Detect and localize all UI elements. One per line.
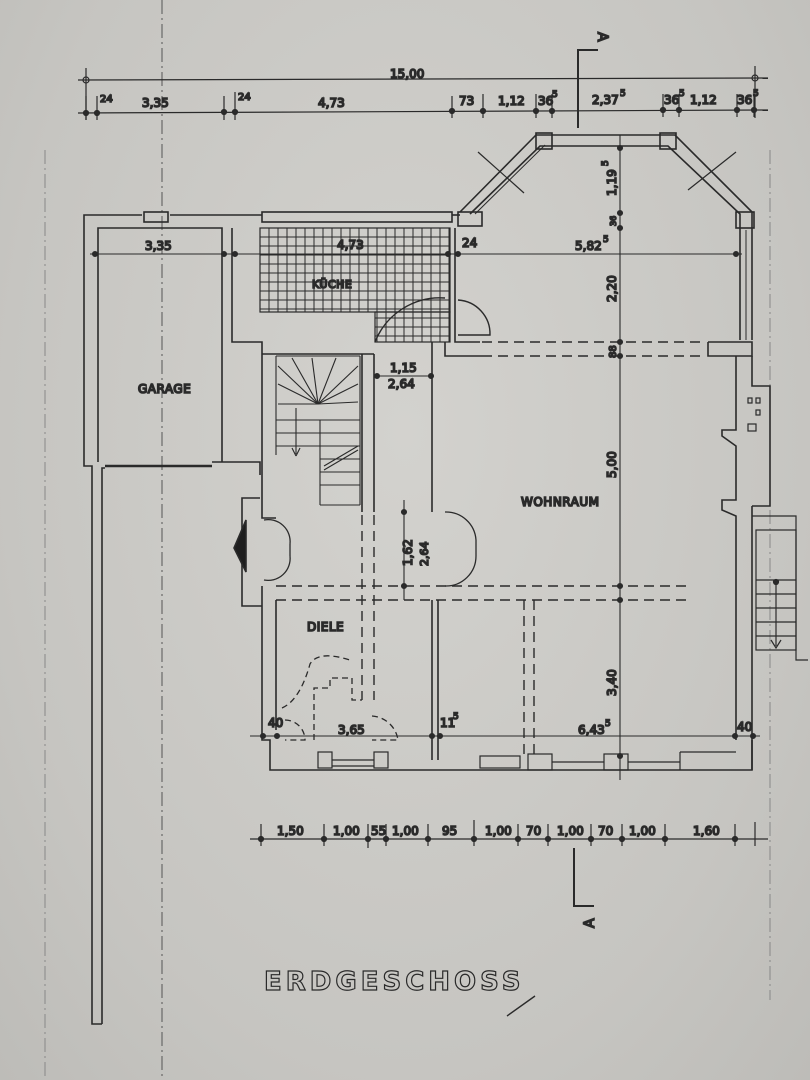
dim-bottom-10: 1,00 xyxy=(629,824,656,838)
dim-bay-upper: 2,20 xyxy=(605,275,619,302)
dim-living-width: 5,82 xyxy=(575,239,602,253)
section-line-a xyxy=(573,49,598,907)
dim-door-height: 2,64 xyxy=(418,542,431,567)
bottom-dimension-chain xyxy=(250,820,768,848)
dim-bottom-5: 95 xyxy=(442,824,457,838)
room-label-kitchen: KÜCHE xyxy=(312,278,352,291)
living-room-walls xyxy=(431,341,771,770)
dim-top-73: 73 xyxy=(459,94,474,108)
dim-mid-wall: 11 xyxy=(440,716,455,730)
room-label-living: WOHNRAUM xyxy=(521,495,600,509)
dim-bottom-4: 1,00 xyxy=(392,824,419,838)
living-double-door xyxy=(444,511,477,587)
dim-top-24a: 24 xyxy=(100,94,113,105)
garage-walls xyxy=(83,211,262,1025)
dim-bottom-8: 1,00 xyxy=(557,824,584,838)
room-label-diele: DIELE xyxy=(307,620,344,634)
dim-top-237: 2,37 xyxy=(592,93,619,107)
dim-top-36c-sup: 5 xyxy=(753,89,759,99)
dim-kitchen-inner: 4,73 xyxy=(337,238,364,252)
dim-top-36a: 36 xyxy=(538,94,553,108)
dim-hall-width: 1,15 xyxy=(390,361,417,375)
dim-bottom-1: 1,50 xyxy=(277,824,304,838)
kitchen-tiles xyxy=(259,227,450,342)
dim-bottom-3: 55 xyxy=(371,824,386,838)
dim-diele-width: 3,65 xyxy=(338,723,365,737)
dim-overall-width: 15,00 xyxy=(390,67,424,81)
dim-right-wall-40: 40 xyxy=(737,720,752,734)
dim-left-wall-40: 40 xyxy=(268,716,283,730)
room-label-garage: GARAGE xyxy=(138,382,191,396)
section-label-bottom: A xyxy=(582,918,598,928)
chimney-flues xyxy=(747,397,761,432)
dim-bottom-9: 70 xyxy=(598,824,613,838)
section-label-top: A xyxy=(594,32,610,42)
dim-living-lower-width: 6,43 xyxy=(578,723,605,737)
dim-top-36a-sup: 5 xyxy=(552,90,558,100)
entrance-walls xyxy=(241,497,753,771)
inner-dimension-lines xyxy=(90,135,760,780)
dim-top-112b: 1,12 xyxy=(690,93,717,107)
dim-top-garage: 3,35 xyxy=(142,96,169,110)
dim-door-width: 1,62 xyxy=(401,539,415,566)
bay-window xyxy=(457,132,755,340)
dim-living-height: 5,00 xyxy=(605,451,619,478)
dim-garage-inner: 3,35 xyxy=(145,239,172,253)
dim-top-36b-sup: 5 xyxy=(679,89,685,99)
main-staircase xyxy=(275,355,361,506)
dim-top-112a: 1,12 xyxy=(498,94,525,108)
entrance-arrow-icon xyxy=(233,519,247,573)
dim-wall-88: 88 xyxy=(608,345,619,358)
top-dimension-chain xyxy=(77,66,769,120)
dim-mid-wall-sup: 5 xyxy=(453,712,459,722)
dim-bottom-6: 1,00 xyxy=(485,824,512,838)
kitchen-walls xyxy=(231,211,480,354)
dim-bottom-11: 1,60 xyxy=(693,824,720,838)
dim-top-36b: 36 xyxy=(664,93,679,107)
dim-bottom-2: 1,00 xyxy=(333,824,360,838)
construction-lines xyxy=(44,0,771,1080)
dim-bay-depth-sup: 5 xyxy=(601,160,611,166)
dim-living-width-sup: 5 xyxy=(603,235,609,245)
dashed-openings xyxy=(276,341,706,760)
dim-top-237-sup: 5 xyxy=(620,89,626,99)
exterior-stair xyxy=(752,515,808,661)
kitchen-door-swing xyxy=(374,297,446,343)
dim-top-24b: 24 xyxy=(238,92,251,103)
dim-top-36c: 36 xyxy=(737,93,752,107)
pencil-mark xyxy=(506,995,536,1017)
drawing-title: ERDGESCHOSS xyxy=(264,967,524,997)
kitchen-side-door-swing xyxy=(457,299,491,336)
dim-living-lower-height: 3,40 xyxy=(605,669,619,696)
dim-bay-depth: 1,19 xyxy=(605,169,619,196)
entrance-double-door xyxy=(263,518,291,582)
bottom-wall-windows xyxy=(317,751,736,771)
diele-wc-dashed xyxy=(281,655,399,741)
dim-living-lower-width-sup: 5 xyxy=(605,719,611,729)
stair-hall-walls xyxy=(261,353,375,519)
dim-hall-height: 2,64 xyxy=(388,377,415,391)
dim-bay-small: 36 xyxy=(609,216,618,226)
dim-top-kitchen: 4,73 xyxy=(318,96,345,110)
dim-wall-24: 24 xyxy=(462,236,477,250)
dim-bottom-7: 70 xyxy=(526,824,541,838)
